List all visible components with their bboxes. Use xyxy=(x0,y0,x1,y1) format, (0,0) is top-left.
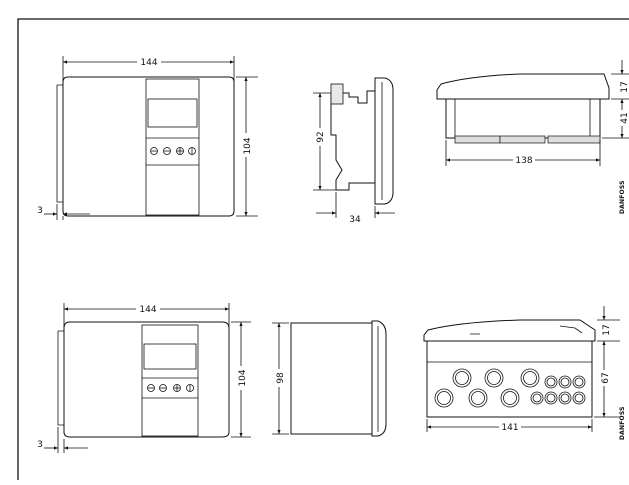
dim-bottom-top-height-bottom: 17 xyxy=(602,324,612,335)
dim-front-height-top: 104 xyxy=(243,137,253,154)
frame-border xyxy=(17,18,629,480)
dim-bottom-top-height-top: 17 xyxy=(620,81,629,92)
dim-front-width-bottom: 144 xyxy=(139,305,156,315)
dim-side-depth-top: 34 xyxy=(349,215,361,225)
brand-label-bottom: DANFOSS xyxy=(619,406,626,440)
dim-bottom-body-height-top: 41 xyxy=(620,112,629,123)
dim-side-height-top: 92 xyxy=(316,131,326,142)
side-view-top: 92 34 xyxy=(313,77,395,225)
dim-front-width-top: 144 xyxy=(140,58,157,68)
dim-bottom-width-top: 138 xyxy=(515,156,532,166)
dim-bottom-body-height-bottom: 67 xyxy=(601,372,611,383)
dim-front-height-bottom: 104 xyxy=(238,369,248,386)
front-view-bottom: 144 104 3 xyxy=(37,303,251,453)
brand-label-top: DANFOSS xyxy=(619,180,626,214)
front-view-top: 144 104 3 xyxy=(37,56,258,220)
bottom-view-bottom: 141 17 67 DANFOSS xyxy=(423,306,626,440)
bottom-view-top: 138 17 41 DANFOSS xyxy=(436,60,629,214)
side-view-bottom: 98 xyxy=(272,320,387,437)
dim-front-offset-top: 3 xyxy=(37,206,43,216)
dim-front-offset-bottom: 3 xyxy=(37,440,43,450)
dim-side-height-bottom: 98 xyxy=(276,372,286,384)
dim-bottom-width-bottom: 141 xyxy=(501,423,518,433)
